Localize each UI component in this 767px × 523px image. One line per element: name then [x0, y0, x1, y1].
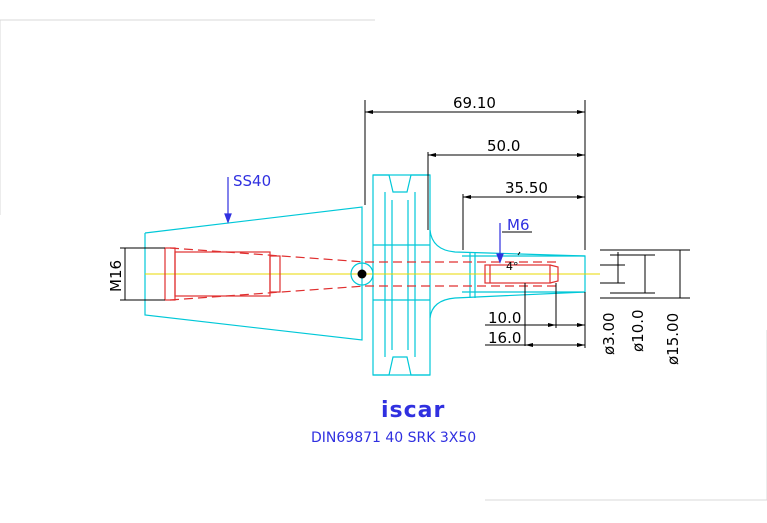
hidden-lines [169, 247, 560, 301]
ball-detail [350, 262, 374, 286]
dim-dia-15: ø15.00 [664, 313, 682, 365]
dim-length-35: 35.50 [505, 179, 548, 197]
dim-overall-length: 69.10 [453, 94, 496, 112]
iscar-logo: iscar [381, 398, 445, 423]
dimension-lines [120, 100, 690, 348]
dim-dia-3: ø3.00 [600, 312, 618, 355]
dim-dia-10: ø10.0 [629, 309, 647, 352]
label-angle: 4° [506, 260, 519, 273]
dim-length-10: 10.0 [488, 309, 521, 327]
dim-length-16: 16.0 [488, 329, 521, 347]
label-thread-small: M6 [507, 216, 530, 234]
leaders [224, 177, 504, 264]
dimension-arrows [365, 110, 585, 347]
logo-text: iscar [381, 398, 445, 423]
tool-designation: DIN69871 40 SRK 3X50 [311, 430, 476, 446]
label-taper: SS40 [233, 172, 271, 190]
label-thread-main: M16 [107, 260, 125, 292]
dim-length-50: 50.0 [487, 137, 520, 155]
thread-bore [164, 247, 559, 301]
frame-lines [0, 19, 767, 501]
